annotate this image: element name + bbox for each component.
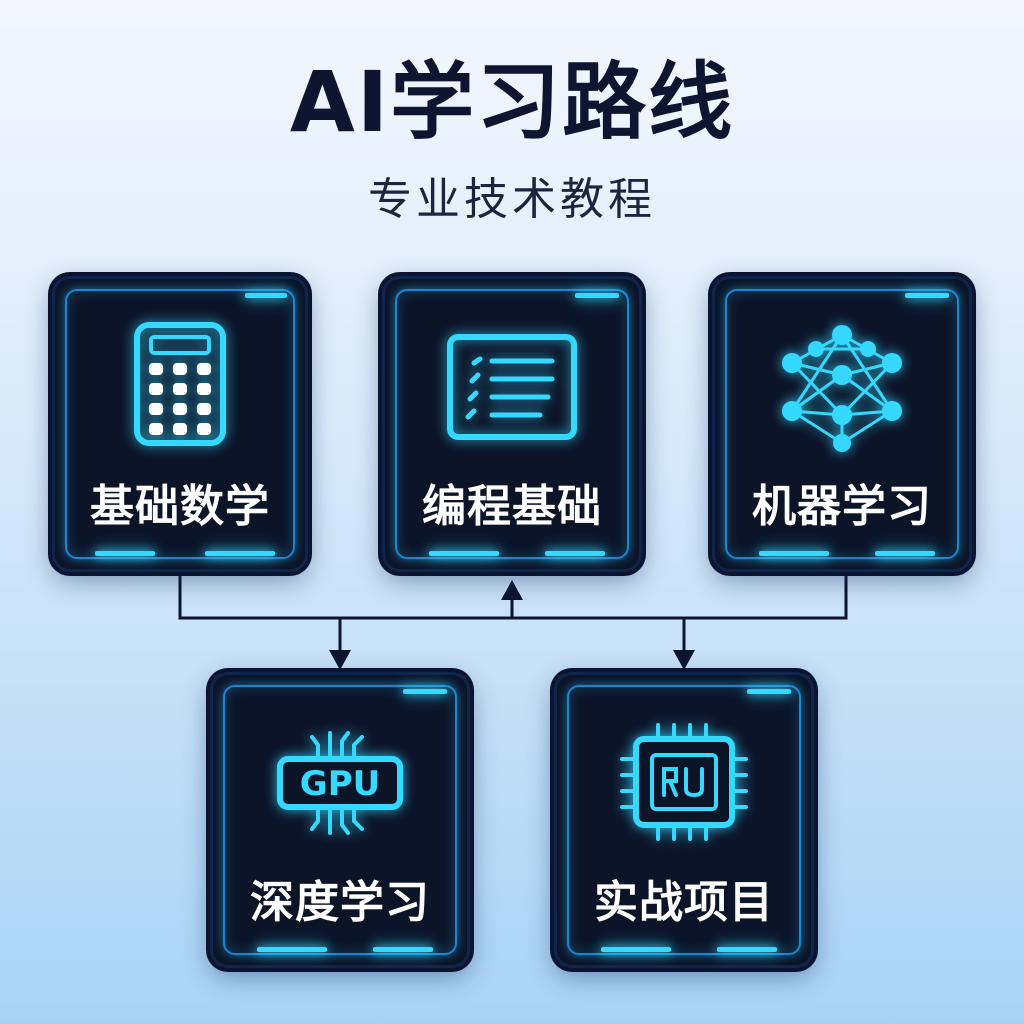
calculator-icon — [134, 322, 226, 446]
arrow-down-icon — [329, 650, 351, 670]
step-label-math: 基础数学 — [90, 481, 270, 532]
step-label-machine-learning: 机器学习 — [752, 481, 932, 532]
connector-line-ml — [512, 572, 848, 620]
gpu-chip-icon: GPU — [277, 731, 403, 835]
connector-line-math — [178, 572, 512, 620]
step-card-project[interactable]: 实战项目 — [554, 672, 814, 968]
page-subtitle: 专业技术教程 — [368, 174, 656, 225]
step-label-programming: 编程基础 — [422, 481, 602, 532]
step-label-deep-learning: 深度学习 — [250, 877, 430, 928]
step-card-programming[interactable]: 编程基础 — [382, 276, 642, 572]
code-list-icon — [447, 334, 577, 440]
step-card-machine-learning[interactable]: 机器学习 — [712, 276, 972, 572]
step-card-math[interactable]: 基础数学 — [52, 276, 308, 572]
gpu-text: GPU — [300, 764, 380, 804]
step-card-deep-learning[interactable]: GPU 深度学习 — [210, 672, 470, 968]
step-label-project: 实战项目 — [594, 877, 774, 928]
processor-chip-icon — [620, 723, 748, 841]
arrow-up-icon — [501, 580, 523, 600]
neural-network-icon — [782, 325, 902, 452]
page-title: AI学习路线 — [289, 53, 735, 151]
arrow-down-icon — [673, 650, 695, 670]
